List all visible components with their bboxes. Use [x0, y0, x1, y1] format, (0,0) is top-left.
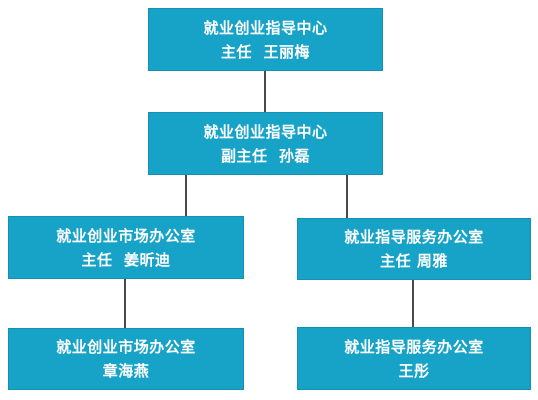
node-person: 王彤	[398, 361, 430, 380]
node-title: 就业创业市场办公室	[56, 338, 196, 356]
node-service-office: 就业指导服务办公室 主任 周雅	[297, 218, 531, 280]
node-title: 就业创业指导中心	[203, 122, 328, 141]
node-person: 主任 姜昕迪	[81, 250, 171, 269]
connector-deputy-to-market-office	[185, 175, 187, 216]
node-market-office: 就业创业市场办公室 主任 姜昕迪	[8, 216, 244, 279]
node-market-office-staff: 就业创业市场办公室 章海燕	[8, 328, 244, 390]
connector-service-office-to-staff	[412, 280, 414, 327]
node-center-director: 就业创业指导中心 主任 王丽梅	[148, 8, 383, 71]
node-person: 章海燕	[102, 362, 150, 380]
node-person: 副主任 孙磊	[221, 146, 310, 165]
connector-deputy-to-service-office	[346, 175, 348, 218]
node-service-office-staff: 就业指导服务办公室 王彤	[297, 327, 531, 390]
node-person: 主任 周雅	[380, 252, 448, 270]
node-title: 就业指导服务办公室	[344, 337, 484, 356]
connector-center-to-deputy	[264, 71, 266, 112]
node-title: 就业创业市场办公室	[56, 226, 196, 245]
node-title: 就业创业指导中心	[203, 18, 328, 37]
node-deputy-director: 就业创业指导中心 副主任 孙磊	[148, 112, 383, 175]
connector-market-office-to-staff	[124, 279, 126, 328]
node-person: 主任 王丽梅	[221, 42, 310, 61]
node-title: 就业指导服务办公室	[344, 228, 484, 246]
